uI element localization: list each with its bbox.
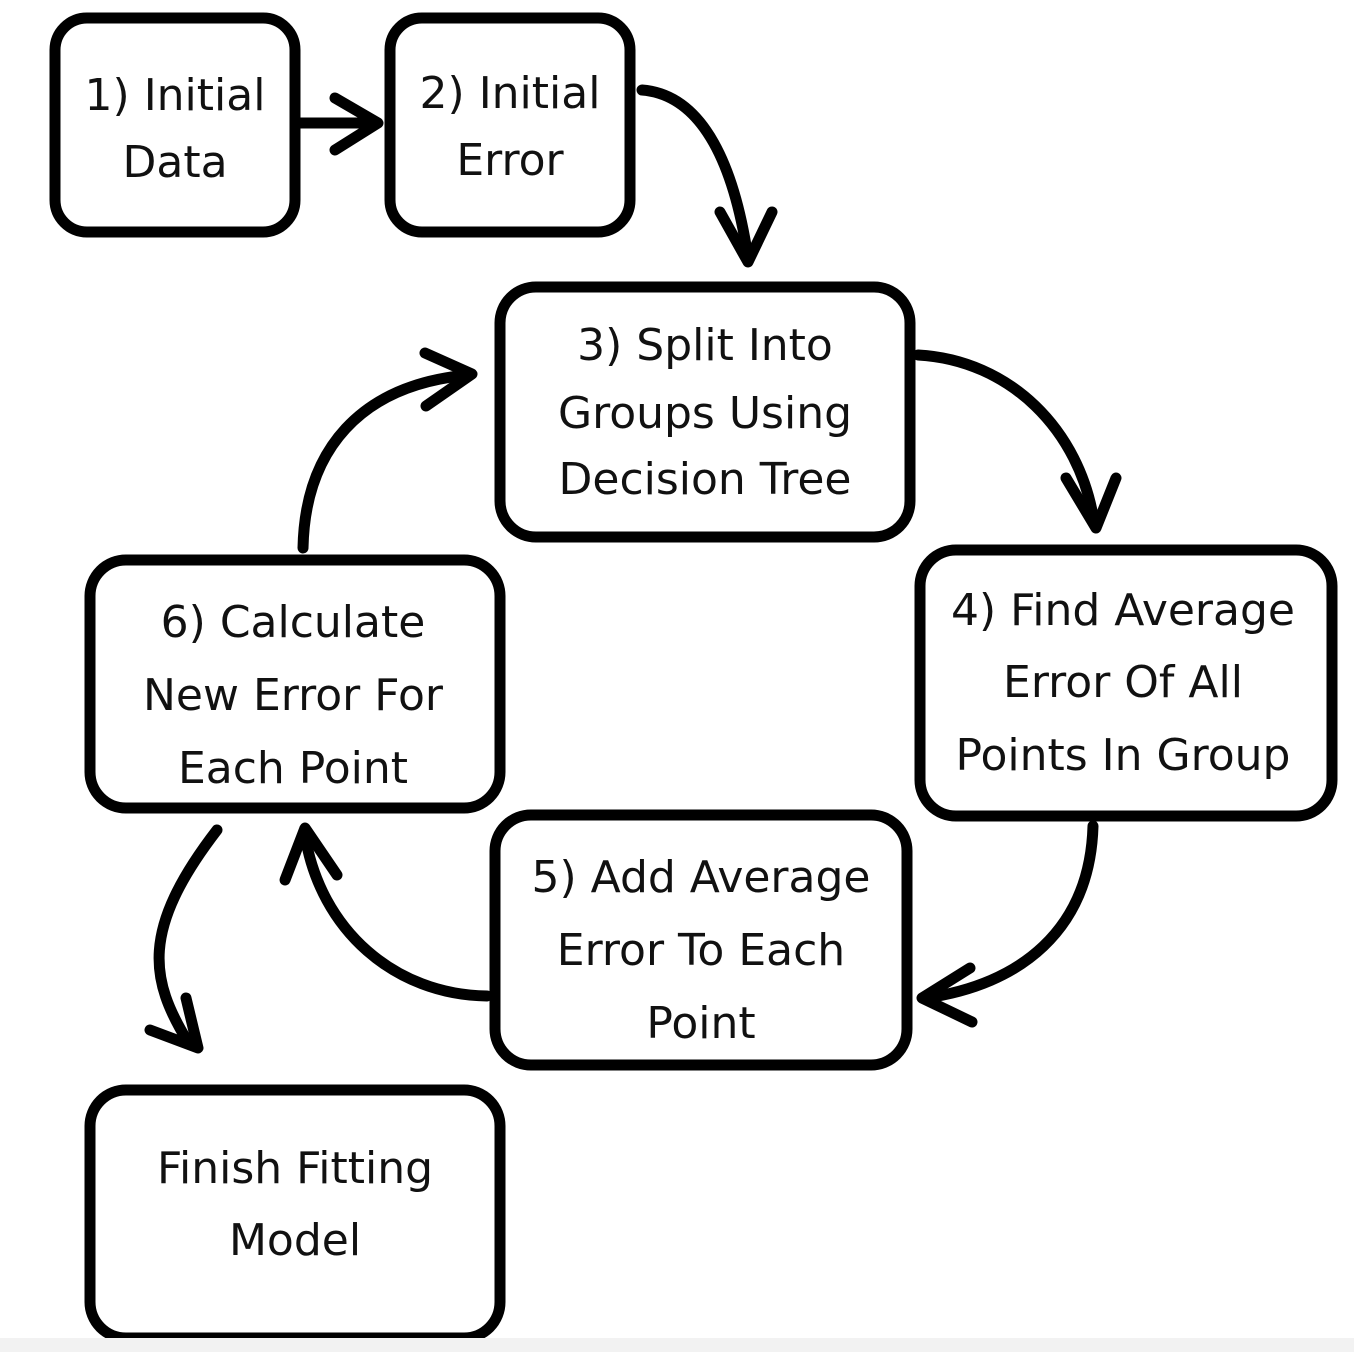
- node-initial-error-line-1: 2) Initial: [420, 68, 601, 119]
- node-split-into-groups-line-3: Decision Tree: [559, 454, 852, 505]
- arrow-1-to-2: [294, 92, 384, 156]
- node-add-average-error: 5) Add Average Error To Each Point: [489, 809, 913, 1071]
- node-initial-data-line-2: Data: [122, 137, 227, 188]
- arrow-4-to-5: [916, 820, 1099, 1028]
- node-find-average-error-line-3: Points In Group: [956, 730, 1291, 781]
- node-add-average-error-line-3: Point: [646, 998, 755, 1049]
- arrow-6-to-finish: [144, 824, 223, 1054]
- node-initial-data: 1) Initial Data: [49, 12, 301, 238]
- node-split-into-groups-line-2: Groups Using: [558, 388, 852, 439]
- bottom-edge-strip: [0, 1338, 1354, 1352]
- node-add-average-error-line-1: 5) Add Average: [531, 852, 870, 903]
- node-initial-error-line-2: Error: [456, 135, 564, 186]
- node-split-into-groups-line-1: 3) Split Into: [577, 320, 833, 371]
- node-initial-data-line-1: 1) Initial: [85, 70, 266, 121]
- node-calculate-new-error: 6) Calculate New Error For Each Point: [84, 554, 506, 814]
- node-find-average-error: 4) Find Average Error Of All Points In G…: [914, 544, 1338, 822]
- node-initial-error: 2) Initial Error: [384, 12, 636, 238]
- node-split-into-groups: 3) Split Into Groups Using Decision Tree: [494, 281, 916, 543]
- node-find-average-error-line-1: 4) Find Average: [951, 585, 1295, 636]
- node-finish-fitting-model-line-2: Model: [229, 1215, 361, 1266]
- node-calculate-new-error-line-2: New Error For: [143, 670, 444, 721]
- node-find-average-error-line-2: Error Of All: [1003, 657, 1243, 708]
- arrow-5-to-6: [279, 822, 493, 1002]
- arrow-3-to-4: [912, 349, 1122, 534]
- node-calculate-new-error-line-3: Each Point: [178, 743, 408, 794]
- node-add-average-error-line-2: Error To Each: [557, 925, 845, 976]
- arrow-6-to-3: [297, 347, 478, 554]
- node-finish-fitting-model-line-1: Finish Fitting: [157, 1143, 433, 1194]
- node-calculate-new-error-line-1: 6) Calculate: [161, 597, 426, 648]
- arrow-2-to-3: [636, 84, 778, 268]
- node-finish-fitting-model: Finish Fitting Model: [84, 1084, 506, 1344]
